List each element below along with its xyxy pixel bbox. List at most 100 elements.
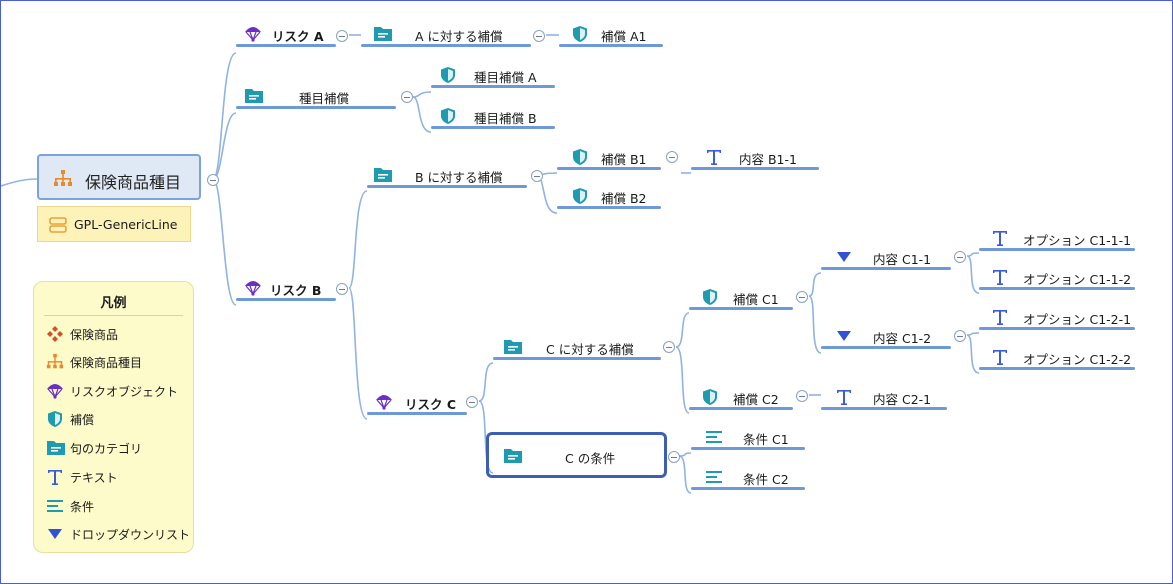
folder-icon xyxy=(503,338,522,356)
legend-title: 凡例 xyxy=(100,296,127,311)
node-content-c1-1[interactable]: 内容 C1-1 xyxy=(821,246,951,270)
text-icon xyxy=(991,308,1009,326)
node-label: 補償 C1 xyxy=(733,292,779,307)
collapse-toggle[interactable] xyxy=(796,291,808,303)
dropdown-icon xyxy=(46,525,64,543)
tag-label: GPL-GenericLine xyxy=(74,217,178,232)
collapse-toggle[interactable] xyxy=(663,341,675,353)
node-comp-b1[interactable]: 補償 B1 xyxy=(557,146,661,170)
node-label: 補償 B1 xyxy=(601,152,647,167)
legend-label: 補償 xyxy=(70,413,95,427)
legend-label: 保険商品 xyxy=(70,328,119,342)
node-content-c1-2[interactable]: 内容 C1-2 xyxy=(821,325,951,349)
condition-icon xyxy=(705,468,723,486)
legend-label: 句のカテゴリ xyxy=(70,442,143,456)
parachute-icon xyxy=(244,25,262,43)
node-option-c1-2-2[interactable]: オプション C1-2-2 xyxy=(979,346,1135,370)
legend-divider xyxy=(44,315,183,316)
node-cat-comp-b[interactable]: 種目補償 B xyxy=(431,105,555,129)
dropdown-icon xyxy=(835,248,853,266)
node-category-comp[interactable]: 種目補償 xyxy=(236,85,396,109)
legend-label: ドロップダウンリスト xyxy=(70,528,191,542)
parachute-icon xyxy=(375,393,393,411)
collapse-toggle[interactable] xyxy=(533,30,545,42)
node-label: 補償 A1 xyxy=(601,29,647,44)
root-label: 保険商品種目 xyxy=(85,173,182,192)
product-icon xyxy=(46,325,64,343)
shield-icon xyxy=(571,187,589,205)
legend-label: 条件 xyxy=(70,500,95,514)
node-label: 補償 C2 xyxy=(733,392,779,407)
node-comp-for-a[interactable]: A に対する補償 xyxy=(361,23,531,47)
database-icon xyxy=(49,217,67,236)
hierarchy-icon xyxy=(53,169,73,192)
collapse-toggle[interactable] xyxy=(531,170,543,182)
node-risk-c[interactable]: リスク C xyxy=(367,391,467,415)
folder-icon xyxy=(373,25,392,43)
collapse-toggle[interactable] xyxy=(401,91,413,103)
collapse-toggle[interactable] xyxy=(336,283,348,295)
shield-icon xyxy=(439,107,457,125)
root-collapse-toggle[interactable] xyxy=(207,174,219,186)
node-label: C の条件 xyxy=(565,451,616,466)
collapse-toggle[interactable] xyxy=(666,151,678,163)
node-label: A に対する補償 xyxy=(415,29,503,44)
folder-icon xyxy=(503,447,523,468)
node-content-c2-1[interactable]: 内容 C2-1 xyxy=(821,386,947,410)
node-label: オプション C1-2-1 xyxy=(1023,312,1132,327)
legend-label: 保険商品種目 xyxy=(70,356,143,370)
node-option-c1-1-1[interactable]: オプション C1-1-1 xyxy=(979,227,1135,251)
shield-icon xyxy=(571,25,589,43)
node-label: 種目補償 A xyxy=(474,70,537,85)
node-label: 内容 C1-2 xyxy=(873,331,932,346)
node-cond-c[interactable]: C の条件 xyxy=(486,432,667,478)
node-comp-c1[interactable]: 補償 C1 xyxy=(689,286,793,310)
node-risk-b[interactable]: リスク B xyxy=(236,277,336,301)
text-icon xyxy=(705,148,723,166)
text-icon xyxy=(46,468,64,486)
node-label: 内容 B1-1 xyxy=(739,152,797,167)
node-label: 補償 B2 xyxy=(601,191,647,206)
node-label: C に対する補償 xyxy=(546,342,634,357)
node-cond-c1[interactable]: 条件 C1 xyxy=(691,426,805,450)
legend-label: テキスト xyxy=(70,471,118,485)
node-label: オプション C1-2-2 xyxy=(1023,352,1132,367)
node-content-b1-1[interactable]: 内容 B1-1 xyxy=(691,146,819,170)
node-comp-c2[interactable]: 補償 C2 xyxy=(689,386,793,410)
node-label: リスク A xyxy=(272,29,324,44)
node-option-c1-1-2[interactable]: オプション C1-1-2 xyxy=(979,266,1135,290)
node-comp-for-c[interactable]: C に対する補償 xyxy=(493,336,661,360)
folder-icon xyxy=(46,439,65,457)
folder-icon xyxy=(373,166,392,184)
node-cond-c2[interactable]: 条件 C2 xyxy=(691,466,805,490)
node-label: 内容 C2-1 xyxy=(873,392,932,407)
parachute-icon xyxy=(46,382,64,400)
collapse-toggle[interactable] xyxy=(954,330,966,342)
node-label: 条件 C1 xyxy=(743,432,789,447)
node-label: 条件 C2 xyxy=(743,472,789,487)
node-comp-b2[interactable]: 補償 B2 xyxy=(557,185,661,209)
collapse-toggle[interactable] xyxy=(668,451,680,463)
shield-icon xyxy=(46,410,64,428)
parachute-icon xyxy=(244,279,262,297)
node-label: リスク B xyxy=(270,283,322,298)
node-comp-a1[interactable]: 補償 A1 xyxy=(559,23,663,47)
dropdown-icon xyxy=(835,327,853,345)
legend-label: リスクオブジェクト xyxy=(70,385,179,399)
root-node[interactable]: 保険商品種目 xyxy=(37,154,201,200)
node-cat-comp-a[interactable]: 種目補償 A xyxy=(431,64,555,88)
node-comp-for-b[interactable]: B に対する補償 xyxy=(367,164,527,188)
collapse-toggle[interactable] xyxy=(954,251,966,263)
collapse-toggle[interactable] xyxy=(336,30,348,42)
node-label: 種目補償 B xyxy=(474,111,537,126)
collapse-toggle[interactable] xyxy=(796,390,808,402)
text-icon xyxy=(991,268,1009,286)
node-option-c1-2-1[interactable]: オプション C1-2-1 xyxy=(979,306,1135,330)
node-risk-a[interactable]: リスク A xyxy=(236,23,336,47)
line-tag[interactable]: GPL-GenericLine xyxy=(37,206,191,242)
shield-icon xyxy=(439,66,457,84)
node-label: 種目補償 xyxy=(299,91,350,106)
collapse-toggle[interactable] xyxy=(466,396,478,408)
